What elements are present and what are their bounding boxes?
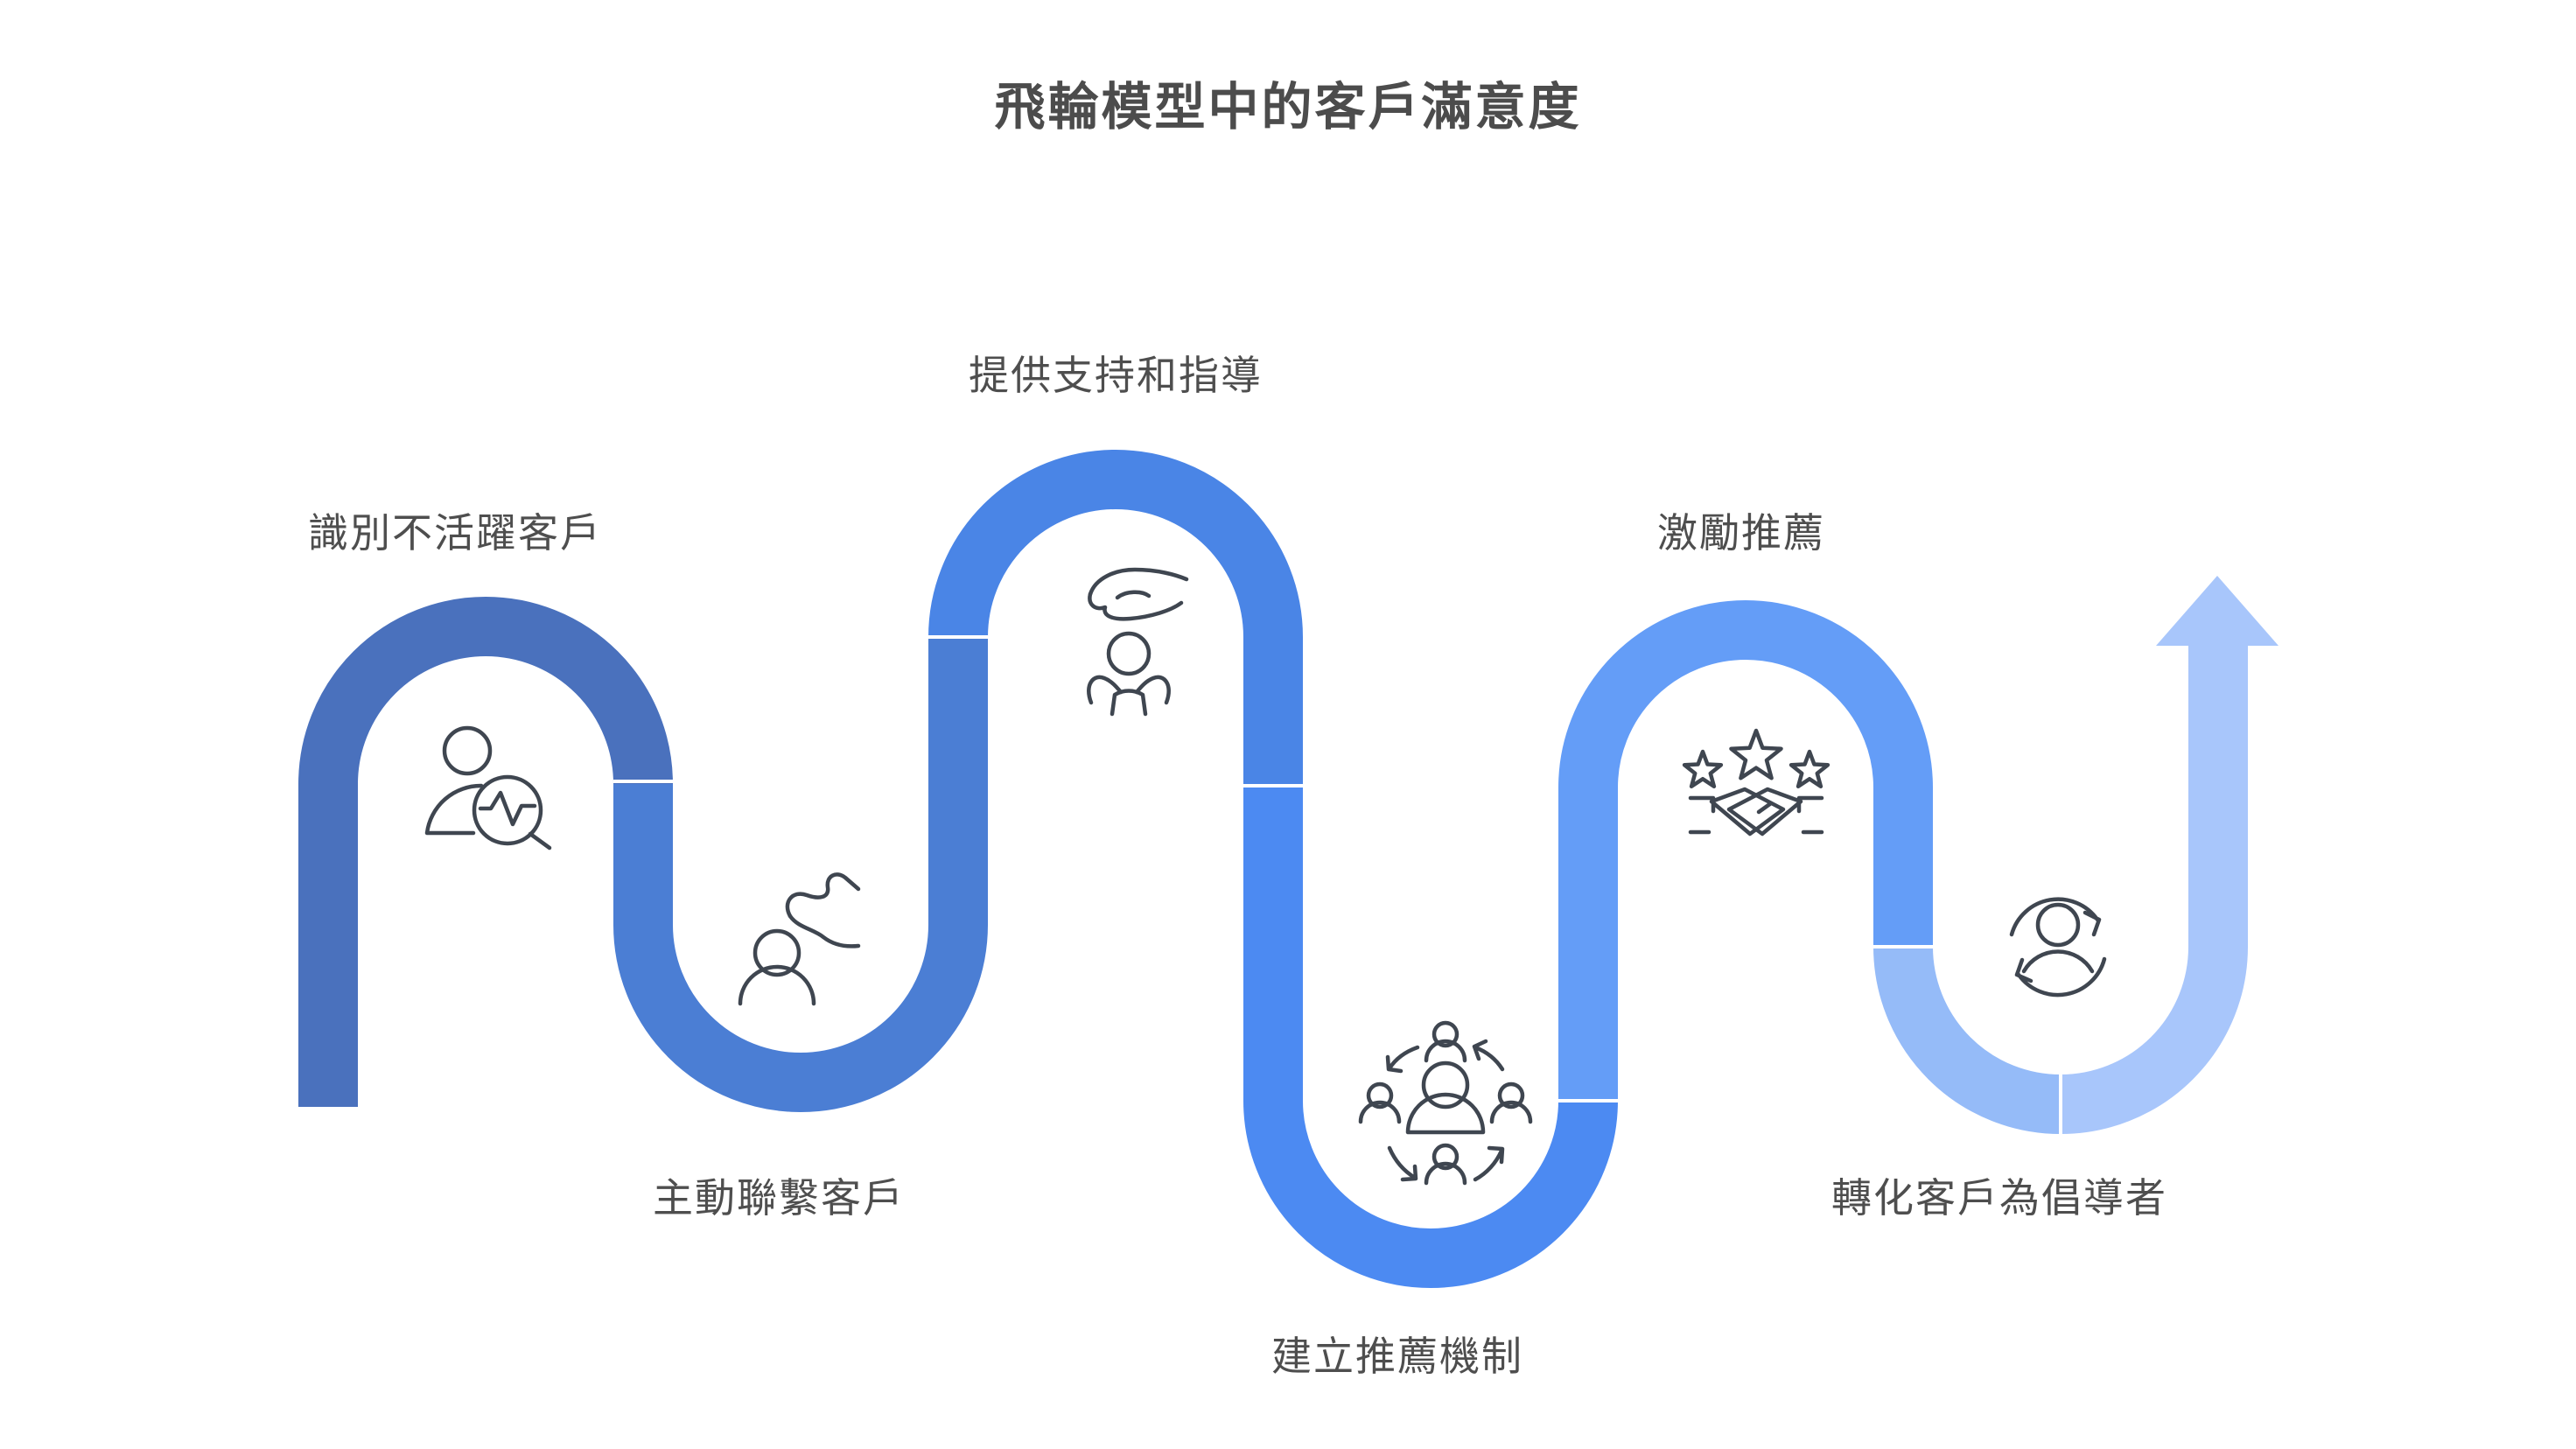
person-torso bbox=[1110, 689, 1148, 717]
cycle-arrow-upper-right bbox=[1472, 1039, 1505, 1072]
stage-4-path-segment bbox=[1243, 786, 1618, 1288]
flywheel-path bbox=[298, 450, 2062, 1288]
end-arrow bbox=[2060, 576, 2278, 1134]
right-person-head bbox=[1497, 1082, 1525, 1110]
stage-5-path-segment bbox=[1558, 600, 1933, 1101]
user-analytics-icon bbox=[424, 725, 552, 850]
left-person-body bbox=[1358, 1100, 1402, 1124]
user-cycle-icon bbox=[2009, 897, 2107, 998]
stage-labels: 識別不活躍客戶 主動聯繫客戶 提供支持和指導 建立推薦機制 激勵推薦 轉化客戶為… bbox=[308, 353, 2167, 1379]
end-arrow-shaft bbox=[2060, 644, 2248, 1134]
magnifier-handle bbox=[528, 831, 552, 850]
route-squiggle-upper bbox=[785, 872, 861, 919]
person-head bbox=[1106, 631, 1152, 676]
top-person-body bbox=[1424, 1039, 1467, 1063]
stage-1-label: 識別不活躍客戶 bbox=[308, 510, 602, 556]
stage-3-path-segment bbox=[928, 450, 1303, 786]
user-shoulders bbox=[738, 964, 816, 1006]
handshake-hand-right bbox=[1726, 787, 1803, 836]
cycle-arc-bottom bbox=[2014, 956, 2107, 998]
stage-icons bbox=[424, 567, 2107, 1186]
handshake-cuff-right bbox=[1796, 795, 1824, 835]
star-left bbox=[1682, 749, 1724, 789]
handshake-hand-left bbox=[1709, 787, 1786, 836]
raised-arm-right bbox=[1134, 675, 1171, 705]
star-center bbox=[1729, 728, 1783, 780]
cycle-arrow-upper-left bbox=[1385, 1045, 1420, 1074]
cycle-arrow-lower-left bbox=[1387, 1145, 1418, 1182]
stars-handshake-icon bbox=[1682, 728, 1830, 836]
star-right bbox=[1788, 749, 1830, 789]
hand-fingers bbox=[1088, 592, 1184, 621]
referral-network-icon bbox=[1358, 1020, 1533, 1186]
hand-top bbox=[1088, 567, 1189, 597]
handshake-cuff-left bbox=[1688, 795, 1716, 835]
right-person-body bbox=[1489, 1100, 1533, 1124]
cycle-arrow-lower-right bbox=[1473, 1145, 1505, 1182]
center-person-head bbox=[1421, 1060, 1470, 1110]
stage-1-path-segment bbox=[298, 597, 673, 1107]
stage-5-label: 激勵推薦 bbox=[1657, 510, 1825, 556]
hand-support-icon bbox=[1087, 567, 1189, 717]
user-head bbox=[752, 928, 802, 977]
handshake-thumb bbox=[1756, 801, 1774, 815]
user-head bbox=[2035, 902, 2081, 948]
pulse-line bbox=[478, 790, 537, 827]
top-person-head bbox=[1432, 1020, 1460, 1048]
stage-6-path-segment bbox=[1873, 946, 2062, 1134]
bottom-person-head bbox=[1432, 1143, 1460, 1171]
user-body bbox=[424, 783, 484, 836]
up-arrowhead-icon bbox=[2156, 576, 2278, 646]
magnifier-lens bbox=[472, 774, 543, 846]
stage-6-label: 轉化客戶為倡導者 bbox=[1831, 1175, 2167, 1221]
stage-3-label: 提供支持和指導 bbox=[969, 353, 1263, 398]
stage-4-label: 建立推薦機制 bbox=[1271, 1334, 1523, 1379]
route-squiggle-lower bbox=[788, 914, 861, 948]
center-person-body bbox=[1405, 1092, 1486, 1135]
user-shoulders bbox=[2021, 949, 2095, 974]
user-outreach-icon bbox=[738, 872, 861, 1006]
stage-separators bbox=[613, 635, 2062, 1134]
page-title: 飛輪模型中的客戶滿意度 bbox=[994, 79, 1581, 136]
raised-arm-left bbox=[1087, 675, 1124, 705]
finger-curl bbox=[1115, 590, 1152, 600]
bottom-person-body bbox=[1424, 1161, 1467, 1186]
user-head bbox=[442, 725, 493, 776]
stage-2-label: 主動聯繫客戶 bbox=[653, 1175, 905, 1221]
stage-2-path-segment bbox=[613, 637, 988, 1112]
left-person-head bbox=[1366, 1082, 1394, 1110]
cycle-arc-top bbox=[2009, 897, 2102, 937]
